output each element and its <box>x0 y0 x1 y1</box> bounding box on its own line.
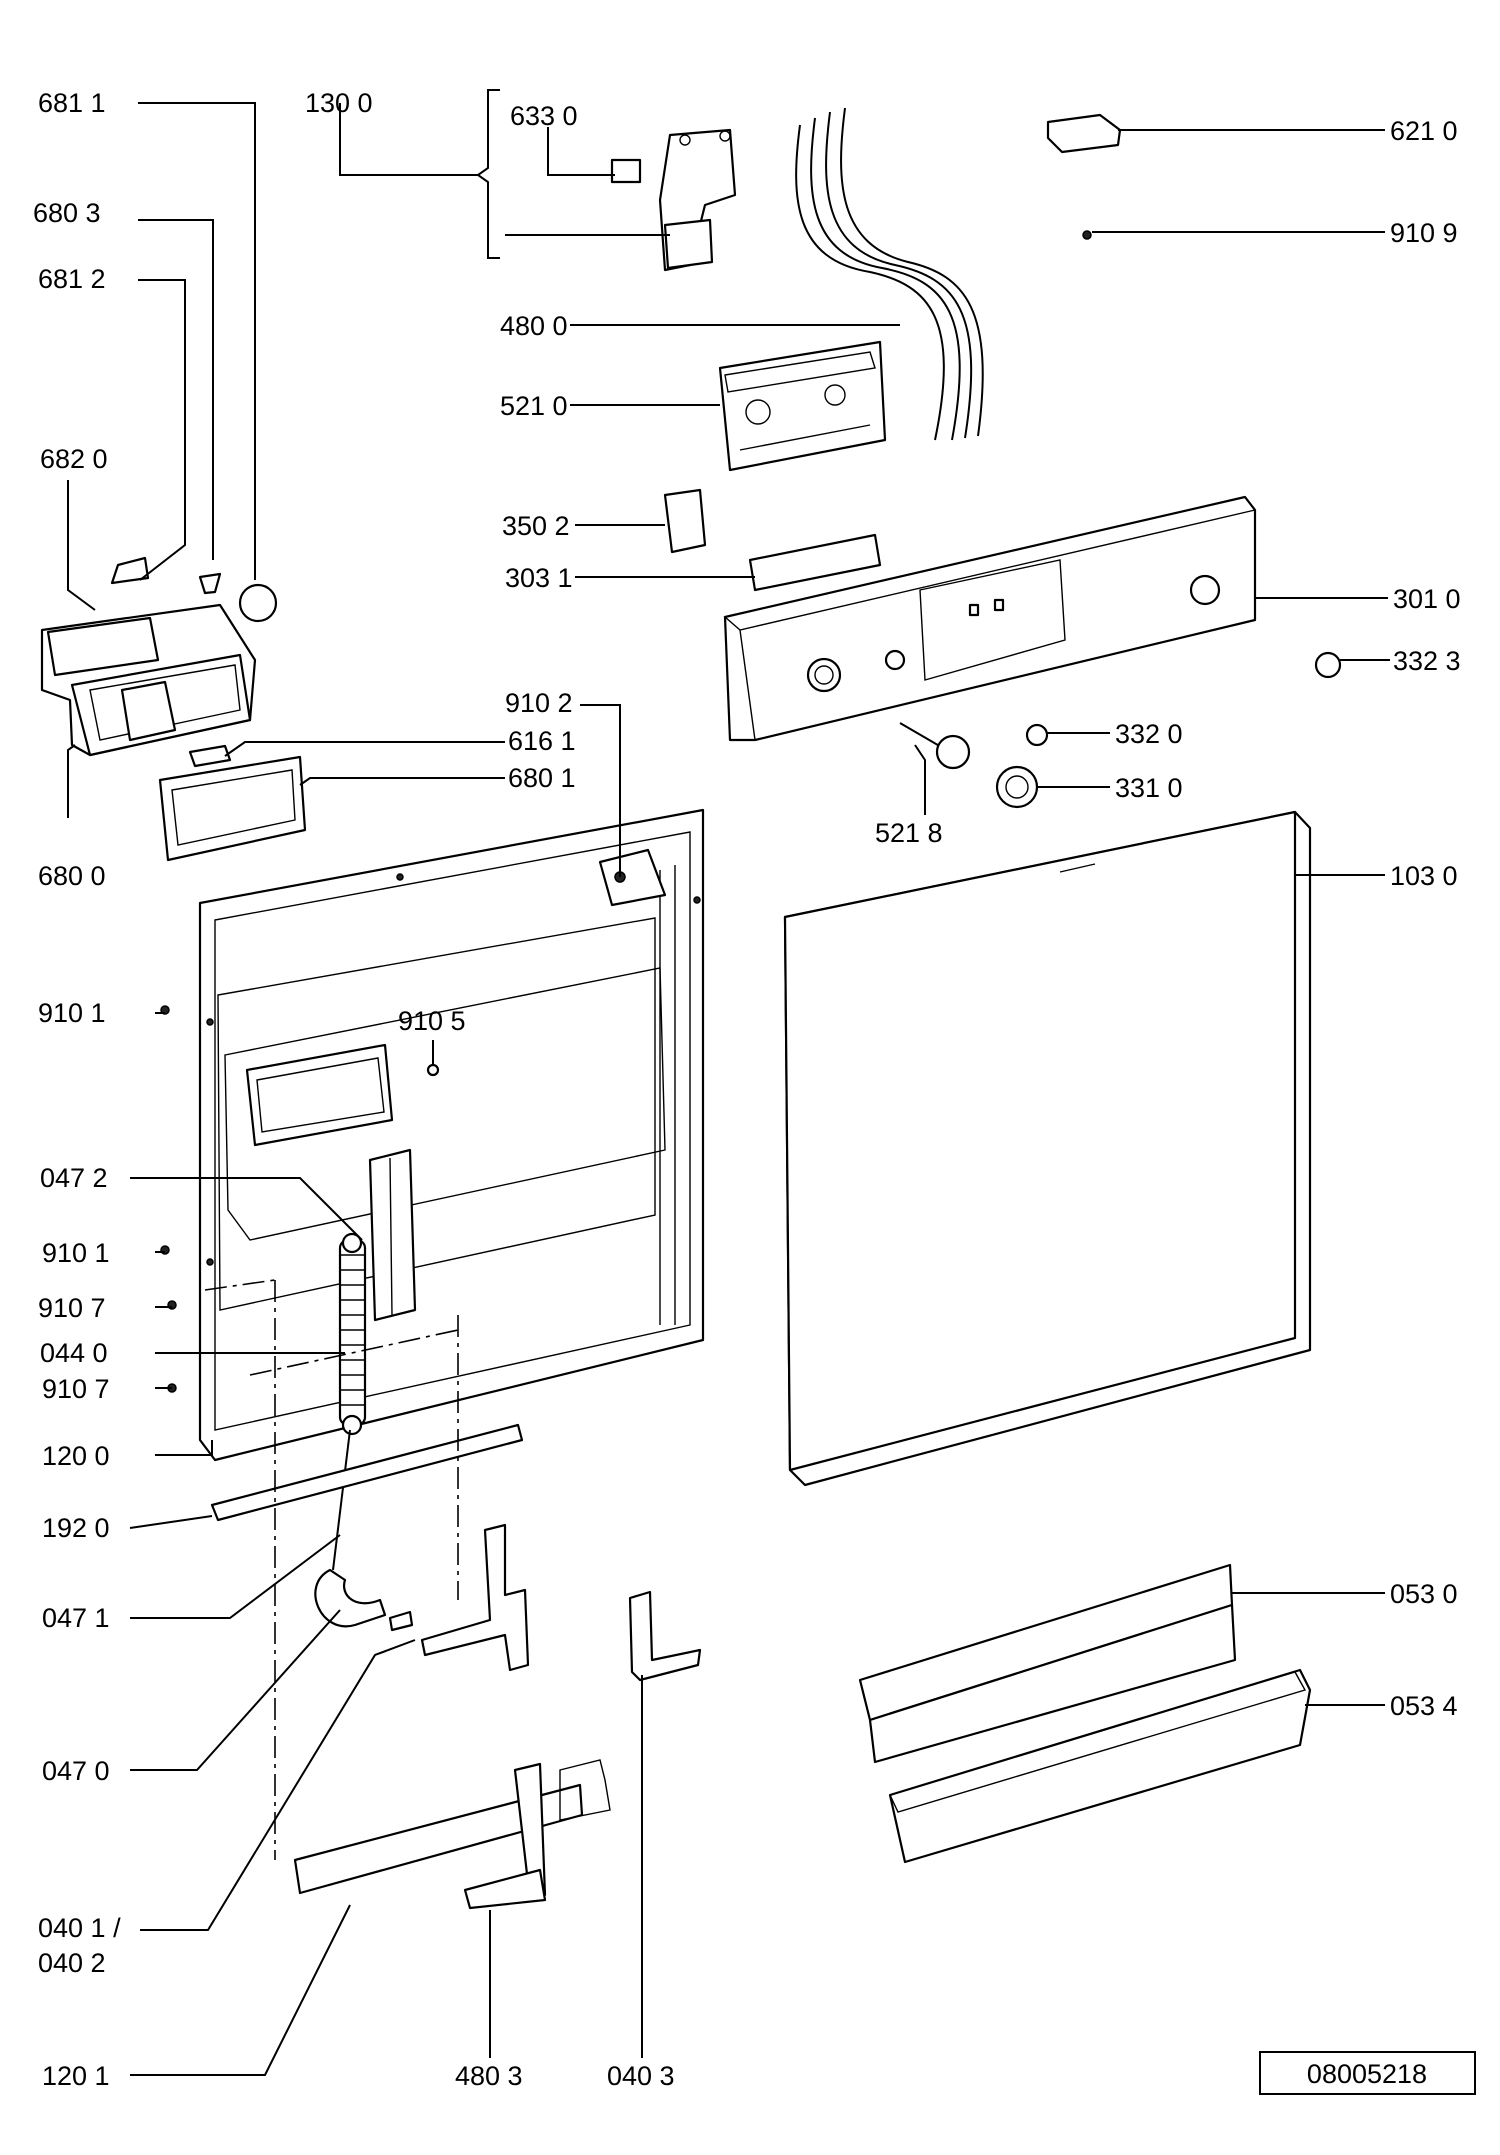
bottom-frame <box>293 1759 611 1910</box>
door-strip <box>210 1423 524 1522</box>
label-350-2: 350 2 <box>502 511 570 541</box>
label-680-0: 680 0 <box>38 861 106 891</box>
label-680-1: 680 1 <box>508 763 576 793</box>
label-047-2: 047 2 <box>40 1163 108 1193</box>
control-panel <box>723 495 1257 742</box>
hinge-bracket <box>314 1568 414 1632</box>
label-044-0: 044 0 <box>40 1338 108 1368</box>
leader-lines <box>67 89 1390 2076</box>
label-040-1: 040 1 / <box>38 1913 121 1943</box>
label-332-3: 332 3 <box>1393 646 1461 676</box>
label-621-0: 621 0 <box>1390 116 1458 146</box>
part-labels: 681 1 680 3 681 2 682 0 680 0 130 0 633 … <box>33 88 1461 2091</box>
label-616-1: 616 1 <box>508 726 576 756</box>
label-681-1: 681 1 <box>38 88 106 118</box>
drawing-number: 08005218 <box>1307 2059 1427 2089</box>
inner-door-panel <box>198 808 705 1462</box>
kick-plate-outer <box>888 1668 1312 1864</box>
alignment-lines <box>204 1279 459 1860</box>
label-040-2: 040 2 <box>38 1948 106 1978</box>
door-spring <box>332 1232 367 1571</box>
label-103-0: 103 0 <box>1390 861 1458 891</box>
label-120-1: 120 1 <box>42 2061 110 2091</box>
label-332-0: 332 0 <box>1115 719 1183 749</box>
label-910-1-upper: 910 1 <box>38 998 106 1028</box>
label-120-0: 120 0 <box>42 1441 110 1471</box>
label-681-2: 681 2 <box>38 264 106 294</box>
support-bracket-a <box>628 1590 702 1682</box>
hinge-lever <box>420 1523 530 1672</box>
detergent-dispenser <box>40 556 307 862</box>
label-480-3: 480 3 <box>455 2061 523 2091</box>
label-910-2: 910 2 <box>505 688 573 718</box>
label-910-5: 910 5 <box>398 1006 466 1036</box>
label-301-0: 301 0 <box>1393 584 1461 614</box>
label-910-9: 910 9 <box>1390 218 1458 248</box>
small-parts <box>663 113 1342 809</box>
label-192-0: 192 0 <box>42 1513 110 1543</box>
control-module <box>718 340 887 472</box>
label-331-0: 331 0 <box>1115 773 1183 803</box>
label-130-0: 130 0 <box>305 88 373 118</box>
label-053-0: 053 0 <box>1390 1579 1458 1609</box>
label-910-1-lower: 910 1 <box>42 1238 110 1268</box>
label-680-3: 680 3 <box>33 198 101 228</box>
kick-plate-inner <box>858 1563 1237 1764</box>
label-480-0: 480 0 <box>500 311 568 341</box>
wiring-harness <box>795 107 984 441</box>
label-040-3: 040 3 <box>607 2061 675 2091</box>
label-521-8: 521 8 <box>875 818 943 848</box>
drawing-number-box: 08005218 <box>1259 2051 1476 2095</box>
label-682-0: 682 0 <box>40 444 108 474</box>
label-910-7-lower: 910 7 <box>42 1374 110 1404</box>
outer-door-panel <box>783 810 1312 1487</box>
label-633-0: 633 0 <box>510 101 578 131</box>
door-lock <box>610 128 737 272</box>
label-910-7-upper: 910 7 <box>38 1293 106 1323</box>
label-047-1: 047 1 <box>42 1603 110 1633</box>
label-521-0: 521 0 <box>500 391 568 421</box>
label-053-4: 053 4 <box>1390 1691 1458 1721</box>
label-047-0: 047 0 <box>42 1756 110 1786</box>
label-303-1: 303 1 <box>505 563 573 593</box>
